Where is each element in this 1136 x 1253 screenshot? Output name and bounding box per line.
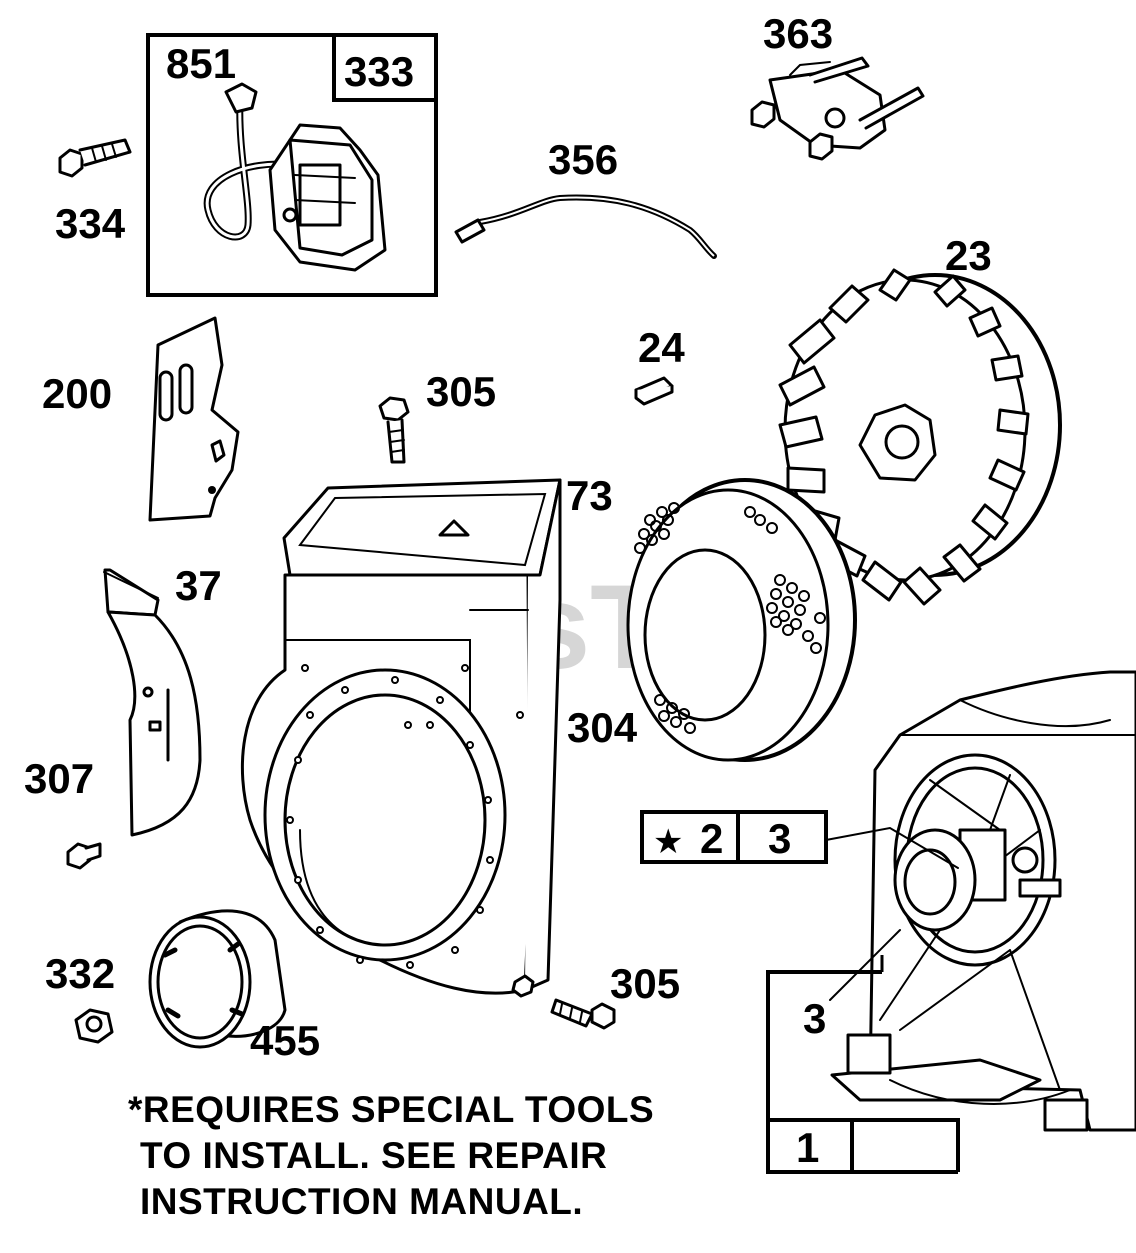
baffle-37[interactable] xyxy=(103,568,202,837)
bolt-305-bottom[interactable] xyxy=(550,998,616,1030)
label-307: 307 xyxy=(24,755,94,802)
screw-307[interactable] xyxy=(66,842,102,870)
label-24: 24 xyxy=(638,324,685,371)
label-305-top: 305 xyxy=(426,368,496,415)
seal-callout-box xyxy=(766,929,960,1174)
nut-332[interactable] xyxy=(74,1008,114,1044)
label-304: 304 xyxy=(567,704,638,751)
flywheel-23[interactable] xyxy=(778,268,1062,606)
bolt-305-top[interactable] xyxy=(378,396,410,464)
bracket-363[interactable] xyxy=(750,56,925,161)
label-851: 851 xyxy=(166,40,236,87)
label-363: 363 xyxy=(763,10,833,57)
label-200: 200 xyxy=(42,370,112,417)
label-73: 73 xyxy=(566,472,613,519)
note-line-1: *REQUIRES SPECIAL TOOLS xyxy=(128,1089,654,1130)
kit-star: ★ xyxy=(653,823,683,861)
label-3: 3 xyxy=(803,995,826,1042)
kit-box: ★ 2 3 xyxy=(640,810,959,869)
kit-box-frame xyxy=(640,810,828,864)
bolt-334[interactable] xyxy=(58,138,132,178)
label-455: 455 xyxy=(250,1017,320,1064)
wire-356[interactable] xyxy=(454,194,717,259)
armature-assembly[interactable] xyxy=(146,33,438,297)
label-356: 356 xyxy=(548,136,618,183)
cup-455[interactable] xyxy=(148,909,287,1049)
label-37: 37 xyxy=(175,562,222,609)
blower-housing-304[interactable] xyxy=(240,478,562,998)
key-24[interactable] xyxy=(634,376,674,406)
screen-73[interactable] xyxy=(626,478,857,762)
connector-851 xyxy=(224,82,258,114)
label-332: 332 xyxy=(45,950,115,997)
label-333: 333 xyxy=(344,48,414,95)
label-334: 334 xyxy=(55,200,126,247)
kit-label-3: 3 xyxy=(768,815,791,862)
note-line-2: TO INSTALL. SEE REPAIR xyxy=(140,1135,607,1176)
label-23: 23 xyxy=(945,232,992,279)
armature-box-frame xyxy=(146,33,438,297)
crankcase xyxy=(830,670,1136,1132)
label-1: 1 xyxy=(796,1124,819,1171)
note-line-3: INSTRUCTION MANUAL. xyxy=(140,1181,583,1222)
label-box-333 xyxy=(332,33,438,102)
label-305-bottom: 305 xyxy=(610,960,680,1007)
bracket-200[interactable] xyxy=(148,316,240,522)
kit-label-2: 2 xyxy=(700,815,723,862)
